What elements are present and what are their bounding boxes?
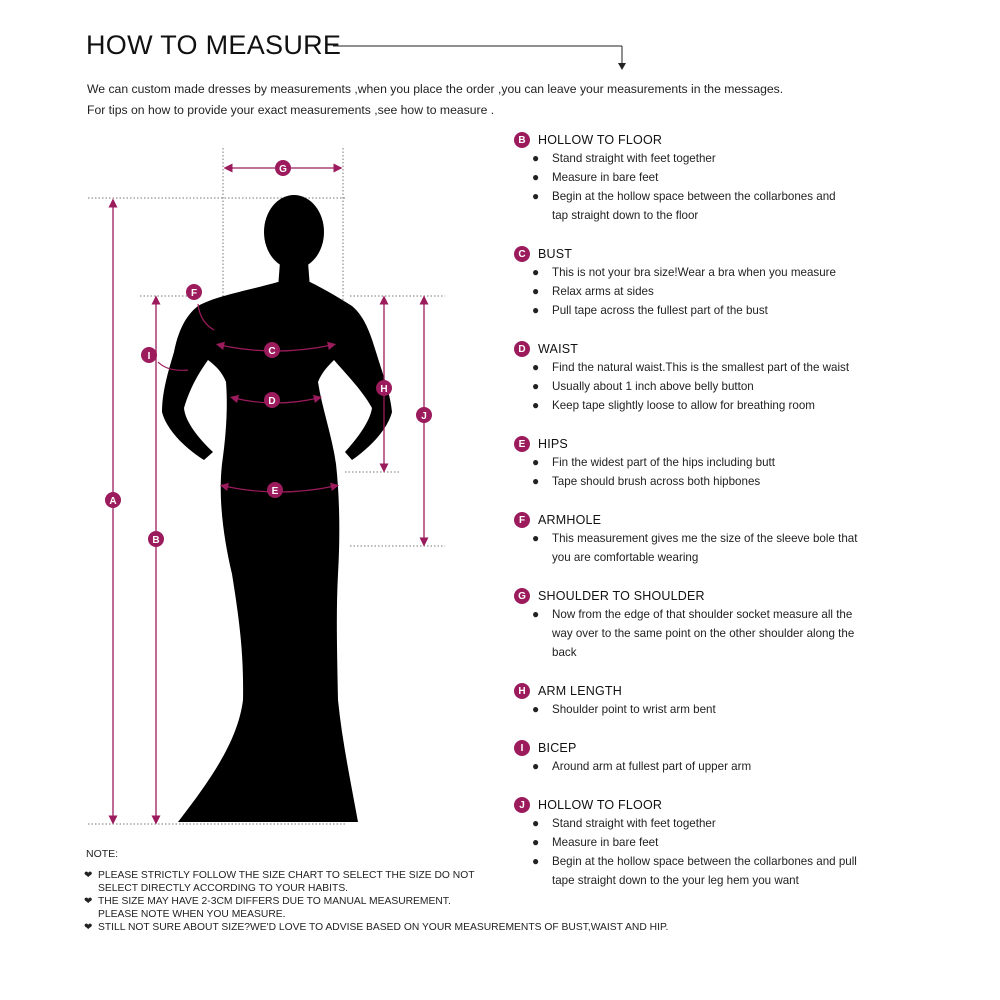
section-g: G SHOULDER TO SHOULDER ●Now from the edge… (514, 587, 894, 662)
list-item: ●This is not your bra size!Wear a bra wh… (532, 265, 836, 279)
list-item: ●Now from the edge of that shoulder sock… (532, 607, 853, 621)
list-item: ●Fin the widest part of the hips includi… (532, 455, 775, 469)
svg-text:G: G (279, 164, 287, 175)
section-d: D WAIST ●Find the natural waist.This is t… (514, 340, 894, 415)
list-item: ●Begin at the hollow space between the c… (532, 189, 836, 203)
measurement-figure: A B C D E F G H I J (88, 148, 445, 825)
section-f: F ARMHOLE ●This measurement gives me the … (514, 511, 894, 567)
list-item: ●Stand straight with feet together (532, 151, 716, 165)
page-title: HOW TO MEASURE (86, 30, 342, 60)
badge-a: A (105, 492, 121, 508)
svg-text:E: E (272, 486, 279, 497)
section-title: BICEP (538, 741, 577, 755)
section-badge: J (514, 797, 530, 813)
list-item: ●Measure in bare feet (532, 170, 659, 184)
list-item: ●Relax arms at sides (532, 284, 654, 298)
list-item: ●Shoulder point to wrist arm bent (532, 702, 716, 716)
badge-c: C (264, 342, 280, 358)
badge-h: H (376, 380, 392, 396)
list-item-continuation: you are comfortable wearing (552, 551, 699, 564)
list-item-continuation: tap straight down to the floor (552, 209, 699, 222)
list-item: ●Around arm at fullest part of upper arm (532, 759, 752, 773)
section-title: ARM LENGTH (538, 684, 622, 698)
heart-icon: ❤ (84, 922, 93, 933)
section-e: E HIPS ●Fin the widest part of the hips i… (514, 435, 894, 491)
svg-text:F: F (191, 288, 197, 299)
section-title: HOLLOW TO FLOOR (538, 133, 663, 147)
section-j: J HOLLOW TO FLOOR ●Stand straight with fe… (514, 796, 894, 890)
svg-text:D: D (268, 396, 275, 407)
list-item: ●Begin at the hollow space between the c… (532, 854, 857, 868)
intro-line-1: We can custom made dresses by measuremen… (87, 82, 784, 96)
badge-f: F (186, 284, 202, 300)
section-title: SHOULDER TO SHOULDER (538, 589, 705, 603)
intro-line-2: For tips on how to provide your exact me… (87, 103, 495, 117)
badge-b: B (148, 531, 164, 547)
svg-text:I: I (148, 351, 151, 362)
list-item-continuation: tape straight down to the your leg hem y… (552, 874, 799, 887)
section-i: I BICEP ●Around arm at fullest part of up… (514, 739, 894, 776)
section-badge: B (514, 132, 530, 148)
section-badge: E (514, 436, 530, 452)
list-item: ●Stand straight with feet together (532, 816, 716, 830)
badge-d: D (264, 392, 280, 408)
svg-text:C: C (268, 346, 275, 357)
note-title: NOTE: (86, 848, 119, 860)
list-item: ●Keep tape slightly loose to allow for b… (532, 398, 815, 412)
section-title: ARMHOLE (538, 513, 602, 527)
list-item: ●Find the natural waist.This is the smal… (532, 360, 850, 374)
list-item-continuation: way over to the same point on the other … (552, 627, 855, 640)
heart-icon: ❤ (84, 870, 93, 881)
section-badge: C (514, 246, 530, 262)
section-badge: I (514, 740, 530, 756)
list-item-continuation: back (552, 646, 577, 659)
badge-i: I (141, 347, 157, 363)
heart-icon: ❤ (84, 896, 93, 907)
section-title: HIPS (538, 437, 568, 451)
list-item: ●This measurement gives me the size of t… (532, 531, 858, 545)
svg-text:A: A (109, 496, 116, 507)
section-badge: H (514, 683, 530, 699)
svg-text:B: B (152, 535, 159, 546)
list-item: ●Tape should brush across both hipbones (532, 474, 761, 488)
section-badge: D (514, 341, 530, 357)
badge-e: E (267, 482, 283, 498)
note-item: ❤ PLEASE STRICTLY FOLLOW THE SIZE CHART … (84, 870, 475, 894)
section-title: HOLLOW TO FLOOR (538, 798, 663, 812)
section-b: B HOLLOW TO FLOOR ●Stand straight with fe… (514, 131, 894, 225)
list-item: ●Usually about 1 inch above belly button (532, 379, 754, 393)
section-title: BUST (538, 247, 573, 261)
svg-text:H: H (380, 384, 387, 395)
badge-g: G (275, 160, 291, 176)
list-item: ●Pull tape across the fullest part of th… (532, 303, 768, 317)
note-item: ❤ STILL NOT SURE ABOUT SIZE?WE'D LOVE TO… (84, 922, 669, 933)
section-badge: G (514, 588, 530, 604)
list-item: ●Measure in bare feet (532, 835, 659, 849)
figure-badges: A B C D E F G H I J (105, 160, 432, 547)
section-h: H ARM LENGTH ●Shoulder point to wrist arm… (514, 682, 894, 719)
note-item: ❤ THE SIZE MAY HAVE 2-3CM DIFFERS DUE TO… (84, 896, 451, 920)
svg-text:J: J (421, 411, 427, 422)
badge-j: J (416, 407, 432, 423)
section-c: C BUST ●This is not your bra size!Wear a … (514, 245, 894, 320)
title-arrow-line (333, 45, 626, 70)
section-badge: F (514, 512, 530, 528)
dress-silhouette (162, 195, 392, 822)
section-title: WAIST (538, 342, 579, 356)
